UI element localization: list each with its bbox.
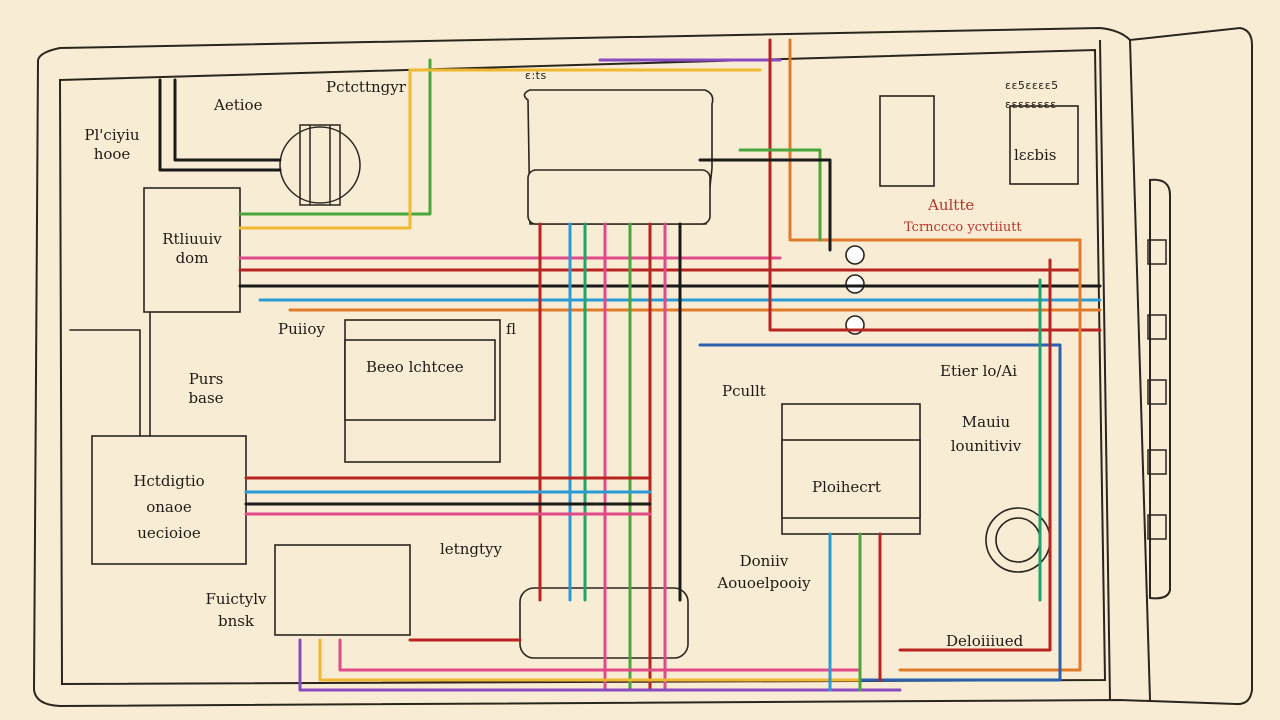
label-left-mid: Purs base bbox=[188, 370, 224, 407]
relay-component bbox=[279, 124, 361, 206]
label-top-left: Pl'ciyiu hooe bbox=[84, 126, 140, 163]
label-right-mid: Etier lo/Ai bbox=[940, 362, 1018, 380]
label-right-center: Pcullt bbox=[722, 382, 766, 400]
left-lower-box bbox=[91, 435, 247, 565]
label-center-right-mark: fl bbox=[506, 320, 517, 338]
label-top-center-left: Aetioe bbox=[214, 96, 263, 114]
left-top-box bbox=[143, 187, 241, 313]
label-right-top-red-2: Tcrnccco ycvtiiutt bbox=[904, 220, 1022, 235]
label-top-center-small: ɛ:ts bbox=[525, 69, 547, 82]
label-left-box: Rtliuuiv dom bbox=[162, 230, 222, 267]
side-slots bbox=[1147, 239, 1167, 540]
label-right-box: lɛɛbis bbox=[1014, 146, 1057, 164]
label-right-top-red-1: Aultte bbox=[928, 196, 975, 214]
label-bottom-left: Fuictylv bnsk bbox=[205, 590, 267, 630]
label-center-left-note: Puiioy bbox=[278, 320, 325, 338]
label-center-box: Beeo lchtcee bbox=[366, 358, 464, 376]
label-right-lower: Mauiu lounitiviv bbox=[950, 413, 1022, 455]
label-top-right-small: ɛɛ5ɛɛɛɛ5 ɛɛɛɛɛɛɛɛ bbox=[1005, 79, 1059, 111]
right-top-box bbox=[879, 95, 935, 187]
label-right-center-box: Ploihecrt bbox=[812, 478, 881, 496]
label-bottom-right: Doniiv Aouoelpooiy bbox=[717, 552, 811, 592]
label-bottom-far-right: Deloiiiued bbox=[946, 632, 1024, 650]
right-card bbox=[1009, 105, 1079, 185]
bottom-left-block bbox=[274, 544, 411, 636]
label-left-lower-box: Hctdigtio onaoe uecioioe bbox=[133, 472, 205, 542]
component-boxes bbox=[91, 89, 1079, 659]
label-bottom-center: letngtyy bbox=[440, 540, 502, 558]
label-top-center: Pctcttngyr bbox=[326, 78, 406, 96]
